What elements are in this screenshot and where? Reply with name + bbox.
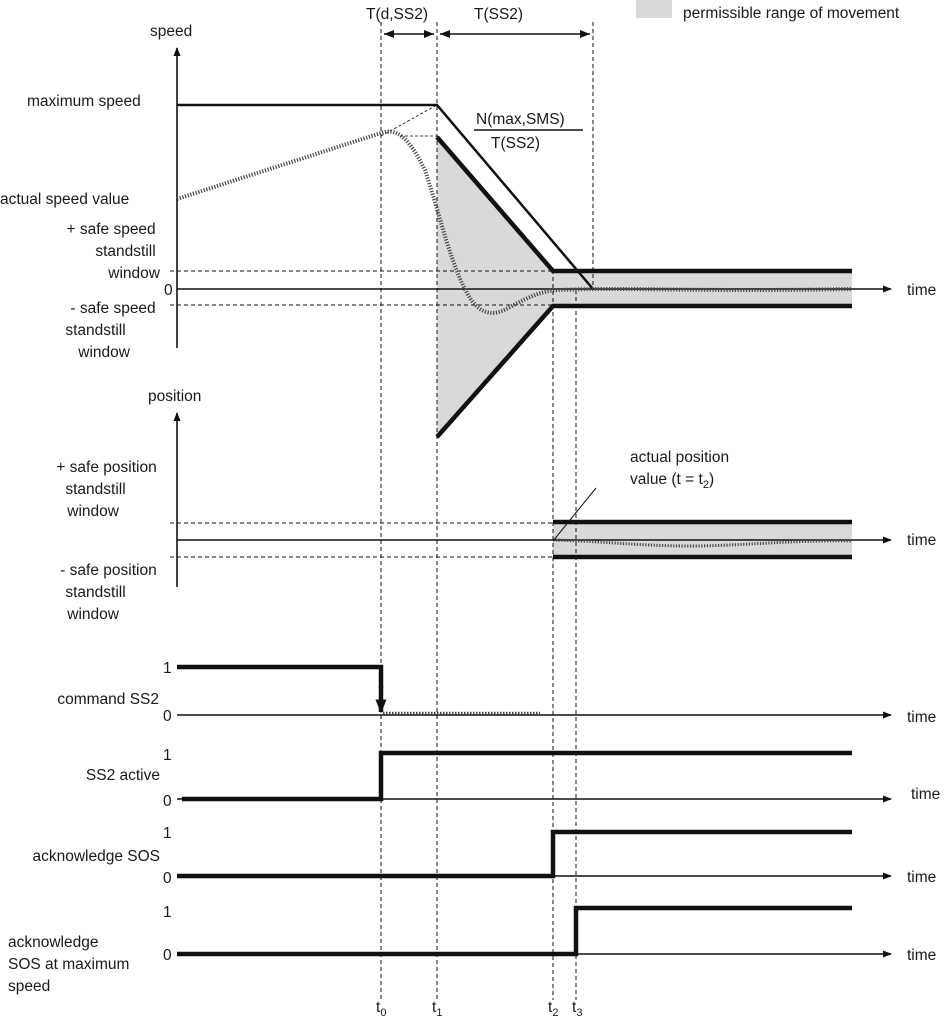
- ss2-active-high: 1: [163, 747, 172, 764]
- time-marker-t3: t3: [572, 999, 582, 1019]
- ack-sos-max-signal: [177, 905, 852, 957]
- command-ss2-time-label: time: [907, 709, 936, 726]
- speed-axis-label: speed: [150, 23, 192, 40]
- actual-position-curve: [552, 538, 853, 548]
- ss2-active-low: 0: [163, 793, 172, 810]
- ack-sos-signal: [177, 829, 852, 879]
- delay-span-label: T(d,SS2): [366, 6, 428, 23]
- speed-permissible-region: [437, 137, 553, 437]
- actual-speed-label: actual speed value: [0, 191, 129, 208]
- ss2-span-label: T(SS2): [474, 6, 523, 23]
- max-speed-limit-line: [177, 103, 594, 290]
- minus-position-window-label: - safe position standstill window: [60, 562, 161, 623]
- command-ss2-high: 1: [163, 660, 172, 677]
- slope-denominator: T(SS2): [491, 135, 540, 152]
- ss2-active-signal: [182, 750, 852, 802]
- speed-zero-label: 0: [164, 282, 173, 299]
- ack-sos-low: 0: [163, 870, 172, 887]
- minus-speed-window-label: - safe speed standstill window: [65, 300, 160, 361]
- ss2-active-time-label: time: [911, 786, 940, 803]
- command-ss2-low: 0: [163, 708, 172, 725]
- ss2-active-label: SS2 active: [86, 767, 160, 784]
- ack-sos-high: 1: [163, 825, 172, 842]
- legend-swatch: [636, 0, 672, 18]
- ack-sos-label: acknowledge SOS: [32, 848, 160, 865]
- actual-position-label: actual position value (t = t2): [630, 449, 733, 491]
- position-axis-label: position: [148, 388, 201, 405]
- time-marker-t2: t2: [548, 999, 558, 1019]
- ack-sos-max-high: 1: [163, 904, 172, 921]
- ack-sos-max-label: acknowledge SOS at maximum speed: [8, 934, 134, 995]
- upper-ramp-boundary: [435, 135, 852, 274]
- slope-numerator: N(max,SMS): [476, 111, 565, 128]
- actual-position-pointer: [552, 487, 597, 542]
- speed-time-label: time: [907, 282, 936, 299]
- ack-sos-max-time-label: time: [907, 947, 936, 964]
- extrapolation-line: [380, 104, 438, 137]
- ack-sos-time-label: time: [907, 869, 936, 886]
- command-ss2-label: command SS2: [57, 691, 159, 708]
- plus-speed-window-label: + safe speed standstill window: [66, 221, 160, 282]
- ack-sos-max-low: 0: [163, 947, 172, 964]
- time-marker-t1: t1: [432, 999, 442, 1019]
- max-speed-label: maximum speed: [27, 93, 141, 110]
- lower-ramp-boundary: [435, 303, 852, 439]
- command-ss2-signal: [177, 664, 384, 688]
- time-marker-t0: t0: [376, 999, 386, 1019]
- position-time-label: time: [907, 532, 936, 549]
- legend-label: permissible range of movement: [683, 5, 900, 22]
- plus-position-window-label: + safe position standstill window: [56, 459, 161, 520]
- actual-speed-curve: [176, 129, 853, 315]
